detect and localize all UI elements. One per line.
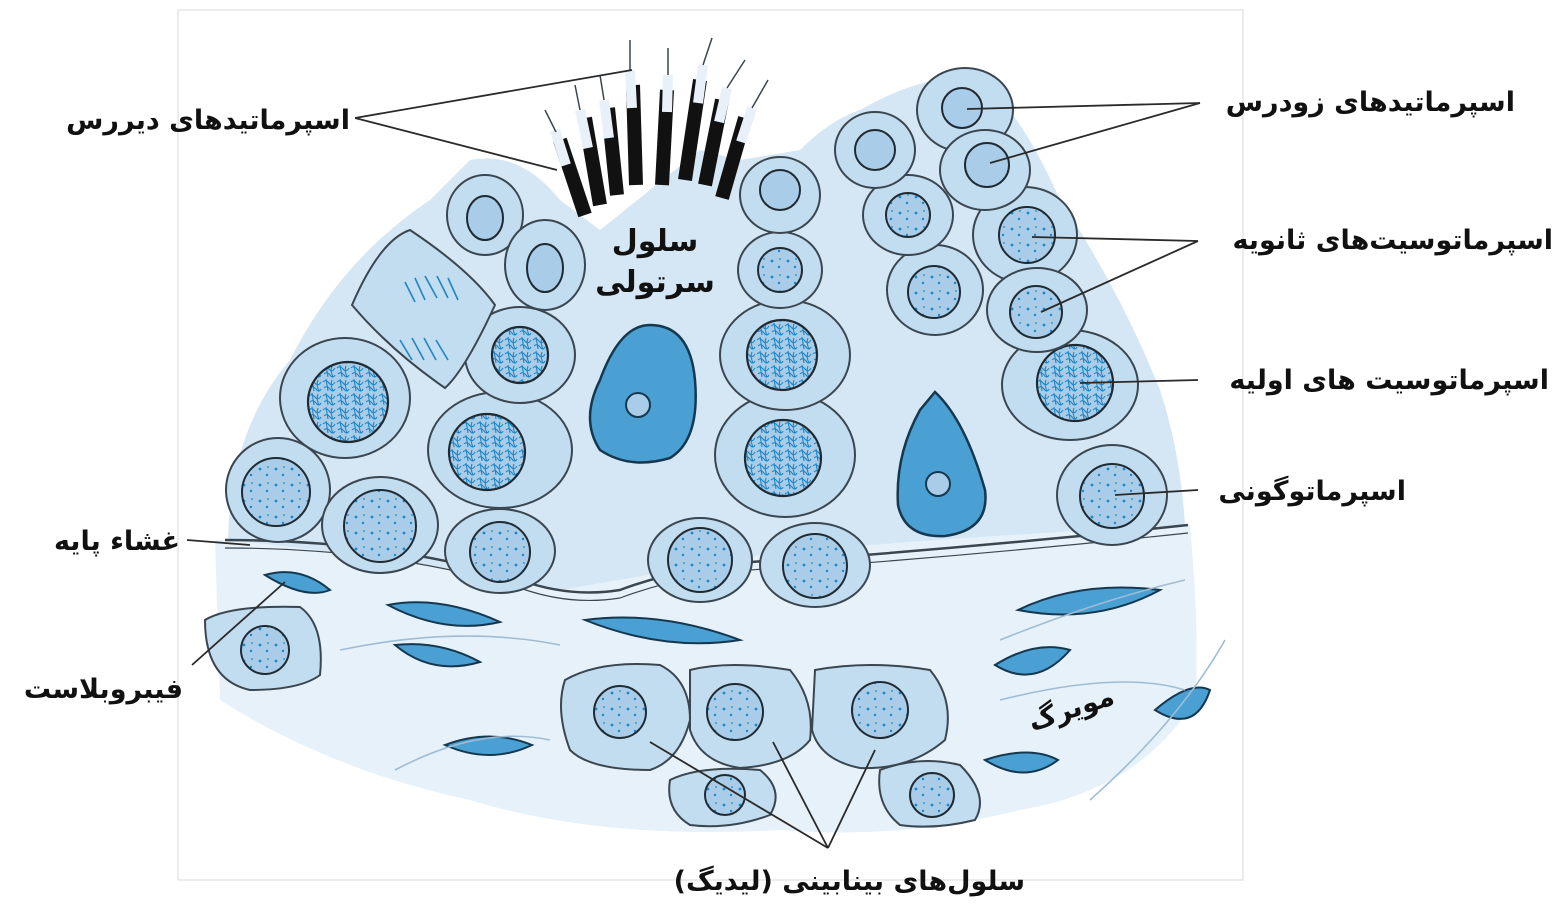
label-sertoli-line2: سرتولی bbox=[590, 263, 720, 304]
label-interstitial-cells: سلول‌های بینابینی (لیدیگ) bbox=[674, 868, 1025, 895]
label-basement-membrane: غشاء پایه bbox=[54, 528, 180, 555]
label-sertoli-cell: سلول سرتولی bbox=[590, 222, 720, 303]
label-secondary-spermatocytes: اسپرماتوسیت‌های ثانویه bbox=[1232, 227, 1553, 254]
label-late-spermatids: اسپرماتیدهای دیررس bbox=[66, 107, 350, 134]
label-early-spermatids: اسپرماتیدهای زودرس bbox=[1226, 89, 1515, 116]
label-spermatogonia: اسپرماتوگونی bbox=[1218, 478, 1406, 505]
label-primary-spermatocytes: اسپرماتوسیت های اولیه bbox=[1229, 367, 1549, 394]
label-sertoli-line1: سلول bbox=[590, 222, 720, 263]
label-fibroblast: فیبروبلاست bbox=[24, 676, 183, 703]
